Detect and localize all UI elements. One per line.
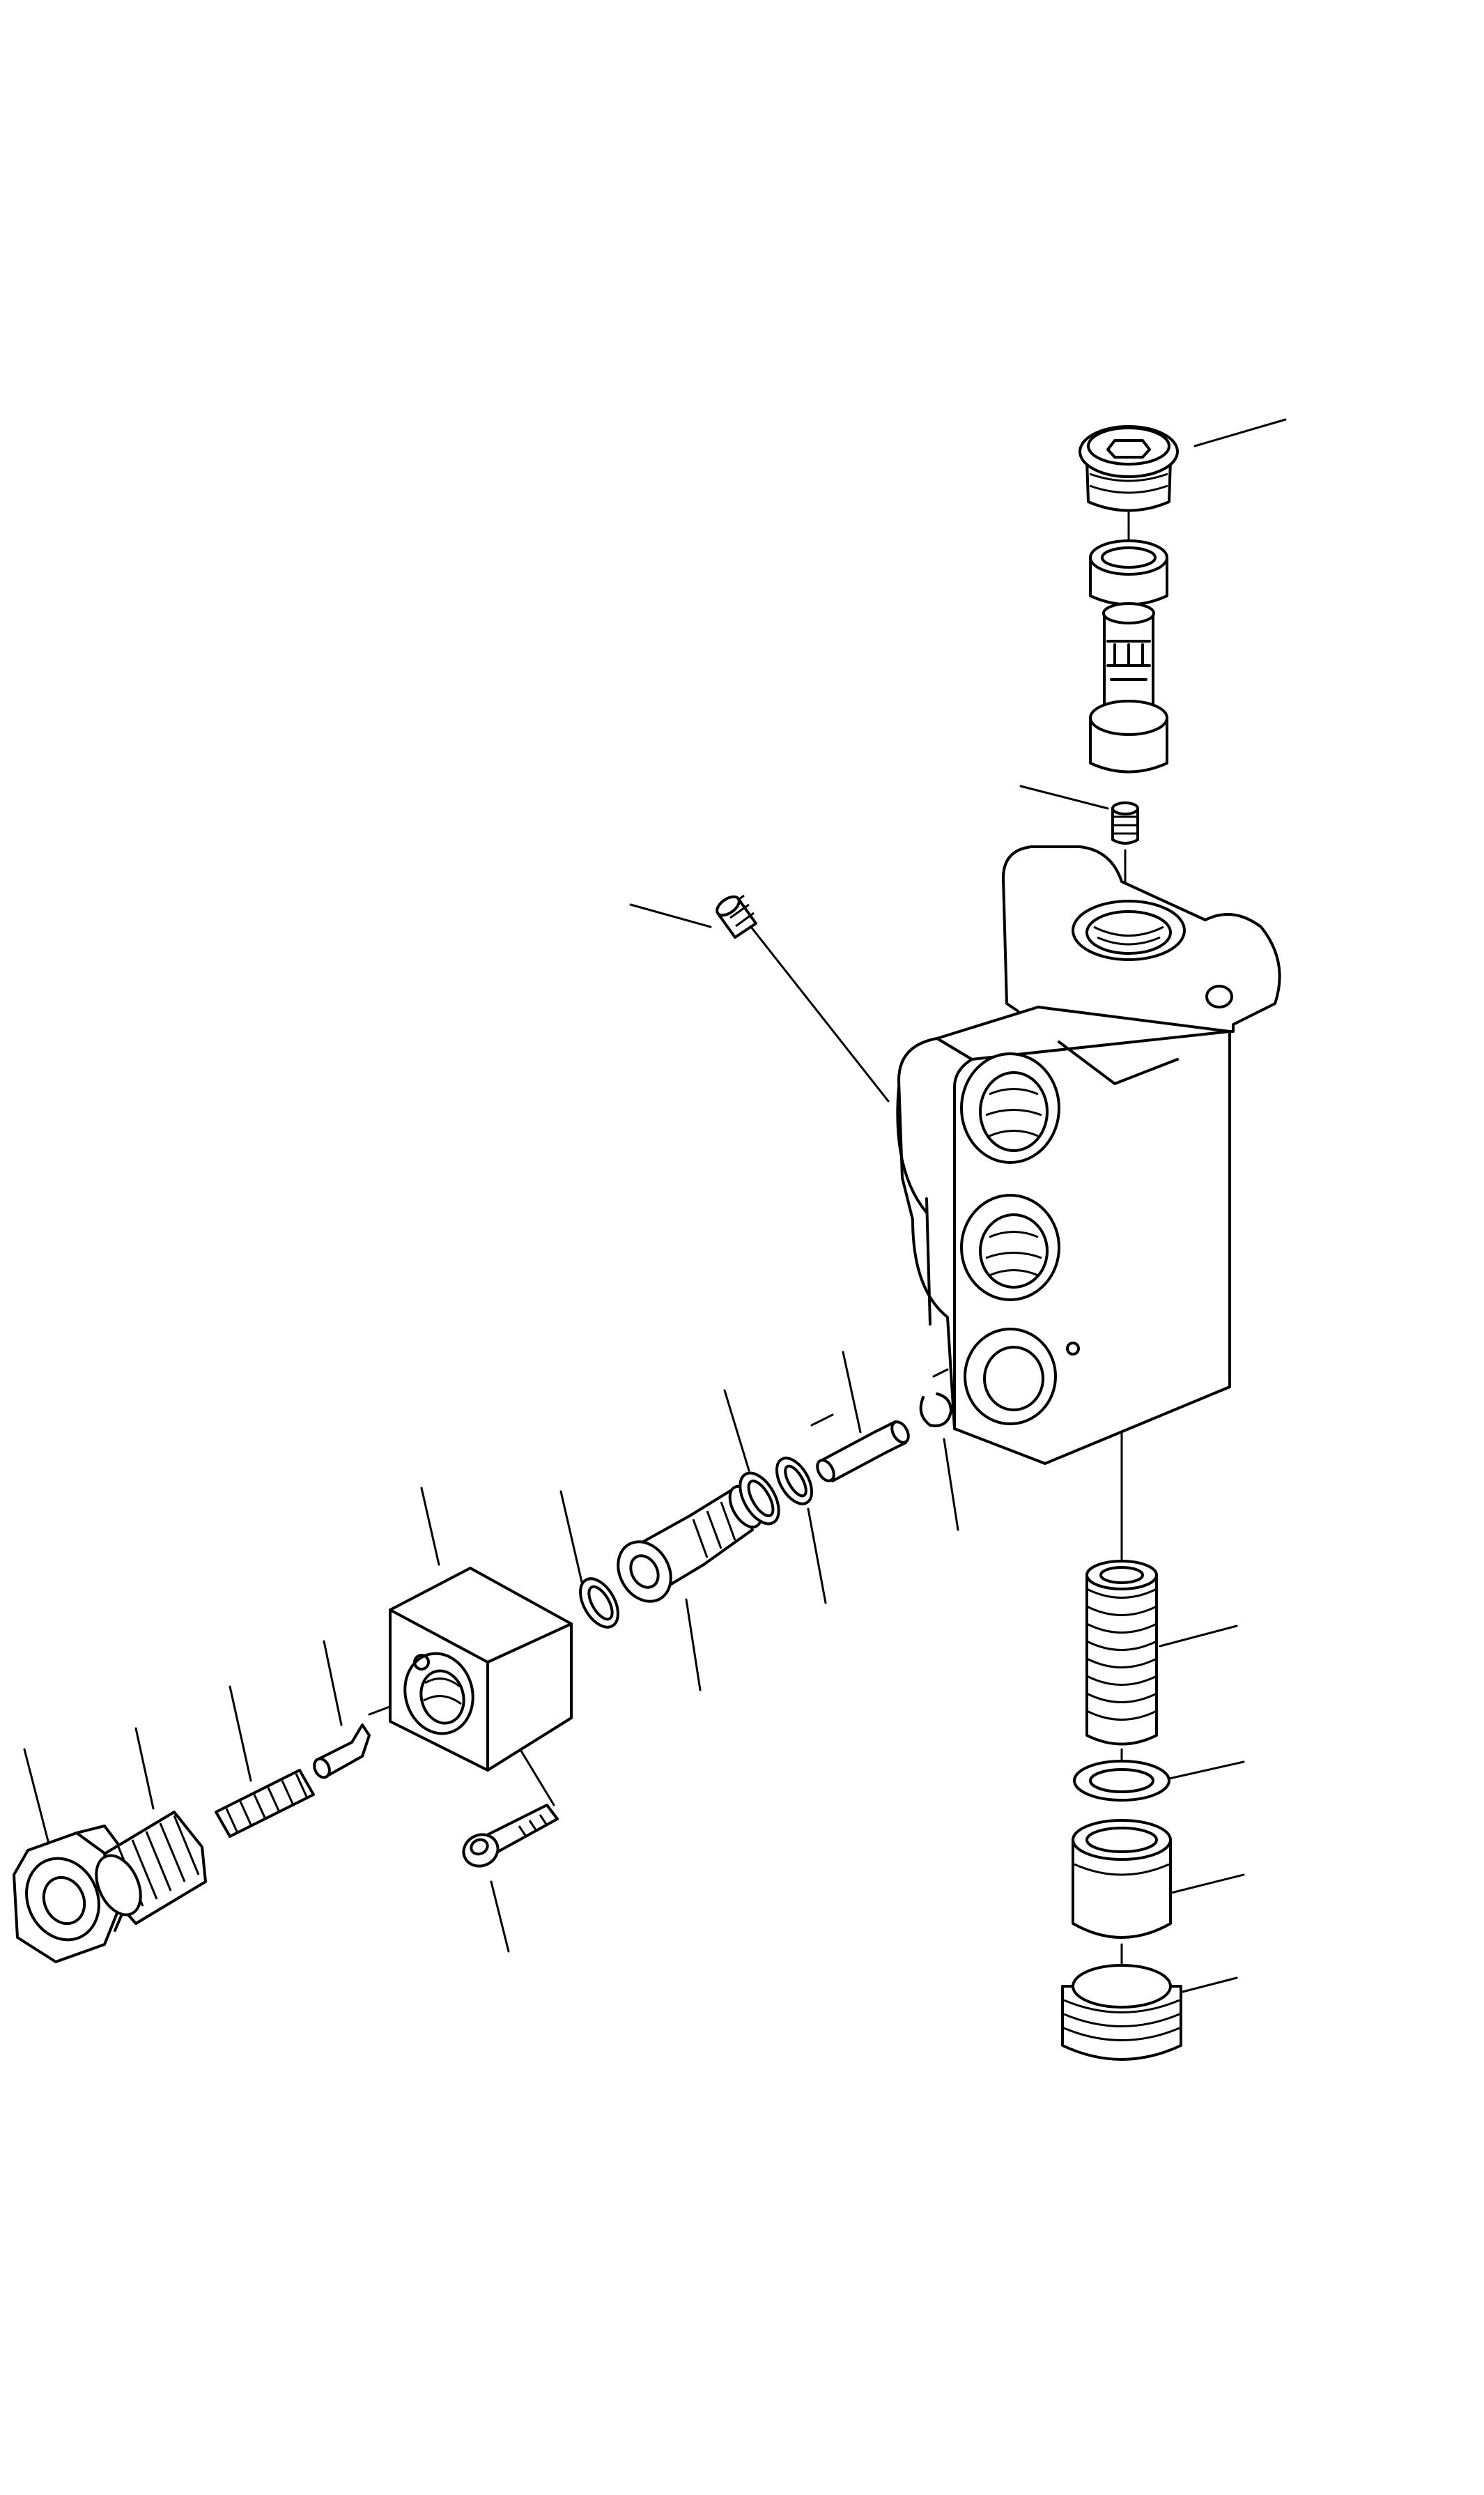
piston-right xyxy=(1072,1819,1172,1939)
leader-lines xyxy=(23,418,1287,1998)
snap-ring xyxy=(919,1392,952,1427)
pilot-block xyxy=(389,1567,573,1772)
adjust-screw xyxy=(95,1811,207,1925)
plug-top xyxy=(1079,425,1179,512)
poppet-pin xyxy=(313,1724,371,1779)
bolt xyxy=(462,1804,559,1868)
o-ring-a xyxy=(579,1577,619,1629)
spring-small xyxy=(215,1769,315,1838)
spring-right xyxy=(1085,1560,1158,1746)
ring-right xyxy=(1073,1760,1170,1802)
o-ring-b xyxy=(739,1471,780,1526)
set-screw-left xyxy=(716,894,757,939)
set-screw-top xyxy=(1111,801,1139,845)
sleeve-top xyxy=(1089,539,1168,606)
valve-cage xyxy=(1102,602,1155,711)
plunger xyxy=(816,1420,910,1482)
o-ring-c xyxy=(775,1457,813,1505)
plug-bottom xyxy=(1061,1964,1182,2061)
valve-body xyxy=(896,845,1281,1465)
cup-top xyxy=(1089,700,1168,774)
cap-nut xyxy=(13,1825,127,1963)
